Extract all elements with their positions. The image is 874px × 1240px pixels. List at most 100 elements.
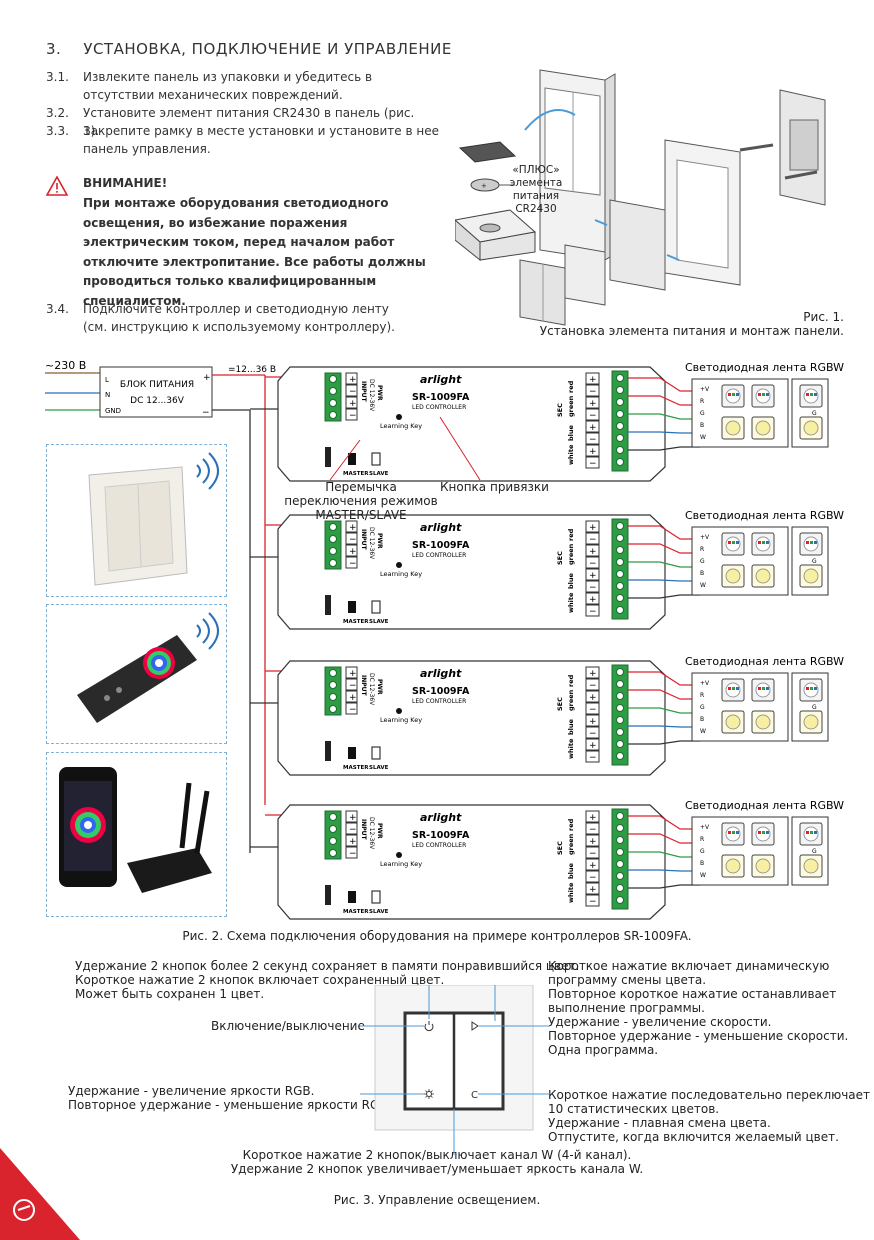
note-line: Повторное короткое нажатие останавливает [548,987,837,1001]
master-label: MASTER [343,619,369,625]
out-pin-sign: − [589,583,597,593]
learning-key-button [396,852,402,858]
out-pin-sign: + [589,669,597,679]
output-wire [628,869,700,872]
fig3-bottom-left-notes: Удержание - увеличение яркости RGB. Повт… [68,1084,391,1112]
out-pin-box [585,870,600,883]
led-b [766,831,769,834]
output-terminal [611,370,629,472]
note-line: Короткое нажатие 2 кнопок включает сохра… [75,973,445,987]
out-pin-box [585,822,600,835]
pin-sign: − [349,411,357,421]
output-terminal [611,664,629,766]
power-supply [99,366,213,418]
pwr-label: PWR [376,533,383,549]
wall-panel-box [46,444,227,597]
output-wire [628,543,700,554]
strip-pin-label: G [700,558,705,565]
psu-title: БЛОК ПИТАНИЯ [120,380,194,390]
out-pin-sign: − [589,607,597,617]
learning-key-annotation: Кнопка привязки [440,480,549,494]
led-b [736,687,739,690]
terminal-screw [616,872,624,880]
figure-3-caption: Рис. 3. Управление освещением. [333,1193,541,1207]
output-wire [628,525,700,540]
pin-sign: + [349,693,357,703]
master-label: MASTER [343,471,369,477]
terminal-screw [329,547,337,555]
jumper [325,595,331,615]
output-wire [628,851,700,858]
input-terminal [324,666,342,716]
step-item: 3.4. Подключите контроллер и светодиодну… [46,300,403,336]
psu-pin-gnd: GND [105,407,121,415]
jumper [325,885,331,905]
terminal-screw [616,422,624,430]
terminal-screw [616,860,624,868]
pin-box [345,702,358,715]
terminal-screw [616,824,624,832]
out-pin-sign: − [589,897,597,907]
led-g [810,831,813,834]
led-g [762,541,765,544]
out-pin-sign: − [589,705,597,715]
channel-label: green [567,543,575,565]
wall-panel-image [88,452,219,586]
annotation-arrow [329,439,361,481]
out-pin-sign: − [589,753,597,763]
led-r [806,687,809,690]
pin-sign: + [349,375,357,385]
led-b [814,393,817,396]
out-pin-box [585,846,600,859]
on-off-note: Включение/выключение [211,1019,365,1033]
master-label: MASTER [343,909,369,915]
mounting-plate [739,89,826,206]
led-r [758,541,761,544]
psu-pin-l: L [105,376,109,384]
output-terminal [611,518,629,620]
output-wire [628,594,700,599]
terminal-screw [616,522,624,530]
screw-icon [739,143,774,152]
out-pin-sign: − [589,729,597,739]
out-pin-sign: + [589,741,597,751]
strip-pin-label: R [700,546,704,553]
out-pin-sign: − [589,873,597,883]
channel-label: blue [567,718,575,735]
led-dot [755,568,771,584]
out-pin-box [585,858,600,871]
terminal-screw [329,681,337,689]
terminal-screw [616,434,624,442]
step-item: 3.2. Установите элемент питания CR2430 в… [46,104,423,140]
strip-label: Светодиодная лента RGBW [685,361,844,374]
figure-1-caption-number: Рис. 1. [803,310,844,324]
step-text: Установите элемент питания CR2430 в пане… [83,106,415,138]
pin-box [345,690,358,703]
channel-label: green [567,833,575,855]
strip-pin-label: +V [700,680,710,687]
play-icon [471,1021,479,1031]
out-pin-box [585,834,600,847]
note-line: Повторное удержание - уменьшение яркости… [68,1098,392,1112]
out-pin-sign: − [589,411,597,421]
led-g [732,687,735,690]
out-pin-box [585,568,600,581]
channel-label: blue [567,572,575,589]
led-g [762,687,765,690]
led-b [814,687,817,690]
installation-figure: + [455,69,826,326]
warning-icon [46,176,68,196]
slave-label: SLAVE [369,471,389,477]
led-dot [755,714,771,730]
out-pin-sign: + [589,861,597,871]
pin-box [345,372,358,385]
slave-switch [371,452,381,466]
led-r [758,687,761,690]
terminal-screw [616,458,624,466]
out-pin-sign: + [589,837,597,847]
note-line: программу смены цвета. [548,973,707,987]
input-label: INPUT [360,675,367,697]
out-pin-box [585,726,600,739]
led-dot [803,858,819,874]
